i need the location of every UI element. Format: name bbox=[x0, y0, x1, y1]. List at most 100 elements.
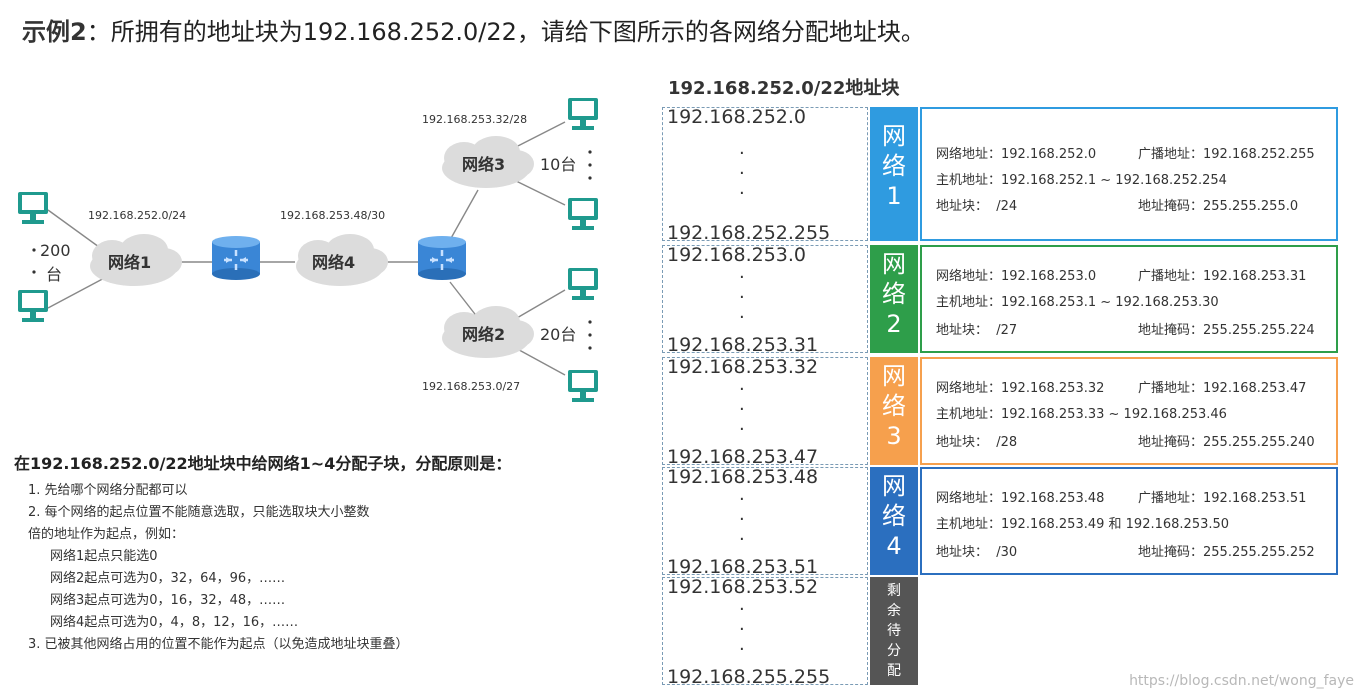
network-2-ip: 192.168.253.0/27 bbox=[422, 380, 520, 393]
info-label: 网络地址： bbox=[936, 381, 1002, 396]
network-address: 192.168.253.32 bbox=[1001, 381, 1105, 396]
info-label: 地址掩码： bbox=[1138, 323, 1204, 338]
tag-char: 络 bbox=[882, 280, 906, 308]
tag-char: 网 bbox=[882, 122, 906, 150]
subnet-mask: 255.255.255.240 bbox=[1203, 435, 1315, 450]
tag-char: 3 bbox=[886, 422, 902, 450]
address-block-title: 192.168.252.0/22地址块 bbox=[668, 78, 900, 99]
title-text: 所拥有的地址块为192.168.252.0/22，请给下图所示的各网络分配地址块… bbox=[110, 18, 925, 46]
subnet-mask: 255.255.255.252 bbox=[1203, 545, 1315, 560]
computer-icon bbox=[568, 98, 598, 130]
host-range: 192.168.252.1 ~ 192.168.252.254 bbox=[1001, 173, 1227, 188]
broadcast-address: 192.168.252.255 bbox=[1203, 147, 1315, 162]
tag-char: 4 bbox=[886, 532, 902, 560]
block-prefix: /30 bbox=[996, 545, 1018, 560]
network-3-label: 网络3 bbox=[462, 155, 505, 174]
info-label: 主机地址： bbox=[936, 173, 1002, 188]
network-address: 192.168.253.0 bbox=[1001, 269, 1097, 284]
range-start: 192.168.253.32 bbox=[667, 356, 819, 378]
range-dots: ··· bbox=[739, 143, 745, 204]
rule-item: 网络1起点只能选0 bbox=[50, 549, 158, 564]
info-label: 网络地址： bbox=[936, 491, 1002, 506]
network-3-ip: 192.168.253.32/28 bbox=[422, 113, 527, 126]
range-dots: ··· bbox=[739, 599, 745, 660]
network-tag-2: 网 络 2 bbox=[870, 245, 918, 353]
info-label: 地址掩码： bbox=[1138, 199, 1204, 214]
rule-item: 网络3起点可选为0，16，32，48，…… bbox=[50, 593, 286, 608]
address-range-block-4: 192.168.253.48 ··· 192.168.253.51 bbox=[662, 466, 868, 578]
info-label: 广播地址： bbox=[1138, 147, 1204, 162]
address-range-block-3: 192.168.253.32 ··· 192.168.253.47 bbox=[662, 356, 868, 468]
range-start: 192.168.253.0 bbox=[667, 244, 807, 266]
address-range-block-2: 192.168.253.0 ··· 192.168.253.31 bbox=[662, 244, 868, 356]
host-range: 192.168.253.49 和 192.168.253.50 bbox=[1001, 517, 1230, 532]
host-range: 192.168.253.33 ~ 192.168.253.46 bbox=[1001, 407, 1227, 422]
network-info-2: 网络地址：192.168.253.0 广播地址：192.168.253.31 主… bbox=[920, 245, 1338, 353]
range-end: 192.168.253.47 bbox=[667, 446, 819, 468]
block-prefix: /24 bbox=[996, 199, 1018, 214]
info-label: 网络地址： bbox=[936, 269, 1002, 284]
allocation-rules: 在192.168.252.0/22地址块中给网络1~4分配子块，分配原则是： 1… bbox=[14, 450, 614, 656]
computer-icon bbox=[568, 198, 598, 230]
info-label: 网络地址： bbox=[936, 147, 1002, 162]
network-1-host-unit: 台 bbox=[46, 265, 62, 284]
rule-item: 2. 每个网络的起点位置不能随意选取，只能选取块大小整数 bbox=[28, 505, 370, 520]
tag-char: 络 bbox=[882, 152, 906, 180]
network-tag-1: 网 络 1 bbox=[870, 107, 918, 241]
range-dots: ··· bbox=[739, 489, 745, 550]
info-label: 主机地址： bbox=[936, 407, 1002, 422]
network-4-label: 网络4 bbox=[312, 253, 355, 272]
tag-char: 余 bbox=[887, 603, 901, 619]
range-end: 192.168.255.255 bbox=[667, 666, 831, 688]
remaining-tag: 剩 余 待 分 配 bbox=[870, 577, 918, 685]
page-title: 示例2：所拥有的地址块为192.168.252.0/22，请给下图所示的各网络分… bbox=[22, 12, 925, 47]
network-3-host-count: 10台 bbox=[540, 155, 576, 174]
watermark: https://blog.csdn.net/wong_faye bbox=[1129, 673, 1354, 689]
network-1-ip: 192.168.252.0/24 bbox=[88, 209, 186, 222]
tag-char: 2 bbox=[886, 310, 902, 338]
tag-char: 配 bbox=[887, 663, 901, 679]
tag-char: 络 bbox=[882, 392, 906, 420]
info-label: 主机地址： bbox=[936, 295, 1002, 310]
info-label: 广播地址： bbox=[1138, 381, 1204, 396]
info-label: 主机地址： bbox=[936, 517, 1002, 532]
address-range-block-1: 192.168.252.0 ··· 192.168.252.255 bbox=[662, 106, 868, 244]
subnet-mask: 255.255.255.0 bbox=[1203, 199, 1299, 214]
rule-item: 网络2起点可选为0，32，64，96，…… bbox=[50, 571, 286, 586]
range-start: 192.168.252.0 bbox=[667, 106, 807, 128]
network-1-host-count: 200 bbox=[40, 241, 71, 260]
broadcast-address: 192.168.253.51 bbox=[1203, 491, 1307, 506]
address-range-remaining: 192.168.253.52 ··· 192.168.255.255 bbox=[662, 576, 868, 688]
network-info-3: 网络地址：192.168.253.32 广播地址：192.168.253.47 … bbox=[920, 357, 1338, 465]
network-4-ip: 192.168.253.48/30 bbox=[280, 209, 385, 222]
subnet-mask: 255.255.255.224 bbox=[1203, 323, 1315, 338]
title-sep: ： bbox=[86, 18, 111, 46]
info-label: 地址掩码： bbox=[1138, 435, 1204, 450]
tag-char: 络 bbox=[882, 502, 906, 530]
network-1-label: 网络1 bbox=[108, 253, 151, 272]
range-start: 192.168.253.52 bbox=[667, 576, 819, 598]
network-tag-4: 网 络 4 bbox=[870, 467, 918, 575]
info-label: 地址块： bbox=[936, 435, 989, 450]
computer-icon bbox=[18, 290, 48, 322]
tag-char: 网 bbox=[882, 472, 906, 500]
network-2-host-count: 20台 bbox=[540, 325, 576, 344]
range-dots: ··· bbox=[739, 267, 745, 328]
tag-char: 网 bbox=[882, 362, 906, 390]
rule-item: 1. 先给哪个网络分配都可以 bbox=[28, 483, 188, 498]
network-address: 192.168.253.48 bbox=[1001, 491, 1105, 506]
tag-char: 网 bbox=[882, 250, 906, 278]
range-end: 192.168.253.31 bbox=[667, 334, 819, 356]
title-prefix: 示例2 bbox=[22, 18, 87, 46]
network-info-4: 网络地址：192.168.253.48 广播地址：192.168.253.51 … bbox=[920, 467, 1338, 575]
info-label: 广播地址： bbox=[1138, 269, 1204, 284]
block-prefix: /28 bbox=[996, 435, 1018, 450]
rule-item: 3. 已被其他网络占用的位置不能作为起点（以免造成地址块重叠） bbox=[28, 637, 409, 652]
computer-icon bbox=[568, 268, 598, 300]
range-dots: ··· bbox=[739, 379, 745, 440]
range-end: 192.168.252.255 bbox=[667, 222, 831, 244]
range-end: 192.168.253.51 bbox=[667, 556, 819, 578]
block-prefix: /27 bbox=[996, 323, 1018, 338]
info-label: 地址掩码： bbox=[1138, 545, 1204, 560]
tag-char: 1 bbox=[886, 182, 902, 210]
